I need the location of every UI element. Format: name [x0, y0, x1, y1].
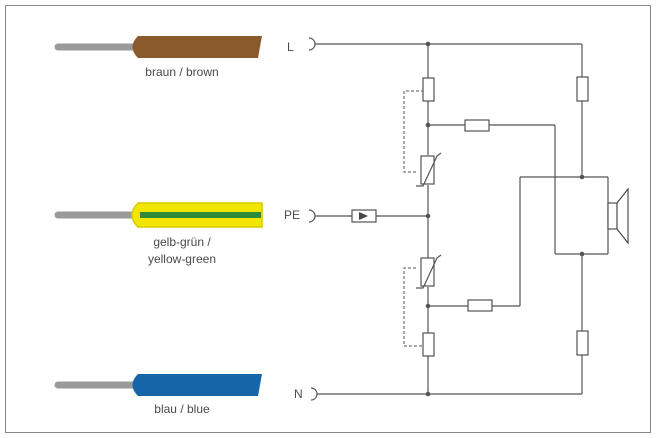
resistor-upper-left: [422, 77, 435, 102]
cable-sheath-brown: [132, 36, 262, 58]
varistor-lower: [416, 254, 442, 289]
cable-sheath-blue: [132, 374, 262, 396]
resistor-lower-right: [576, 330, 589, 356]
terminal-N-arc: [310, 387, 318, 401]
dashed-link-lower: [403, 267, 424, 347]
cable-label-blue: blau / blue: [154, 402, 210, 416]
cable-yellow-green: [54, 202, 263, 228]
speaker-icon: [607, 187, 629, 245]
cable-stripe-green: [140, 212, 261, 218]
resistor-lower-left: [422, 332, 435, 357]
diagram-border: [5, 5, 651, 433]
terminal-N-label: N: [294, 387, 303, 401]
terminal-PE-arc: [308, 209, 316, 223]
cable-brown: [54, 36, 262, 58]
cable-label-brown: braun / brown: [145, 65, 218, 79]
cable-label-yellow-green-line2: yellow-green: [148, 252, 216, 266]
cable-blue: [54, 374, 262, 396]
cable-label-yellow-green-line1: gelb-grün /: [153, 235, 211, 249]
terminal-L-arc: [308, 37, 316, 51]
resistor-lower-middle: [467, 299, 493, 312]
dashed-link-upper: [403, 90, 424, 173]
terminal-L-label: L: [287, 40, 294, 54]
pe-indicator-component: [351, 209, 377, 223]
varistor-upper: [416, 152, 442, 187]
resistor-upper-right: [576, 76, 589, 102]
junction-dots: [425, 41, 585, 397]
terminal-PE-label: PE: [284, 208, 300, 222]
resistor-upper-middle: [464, 119, 490, 132]
